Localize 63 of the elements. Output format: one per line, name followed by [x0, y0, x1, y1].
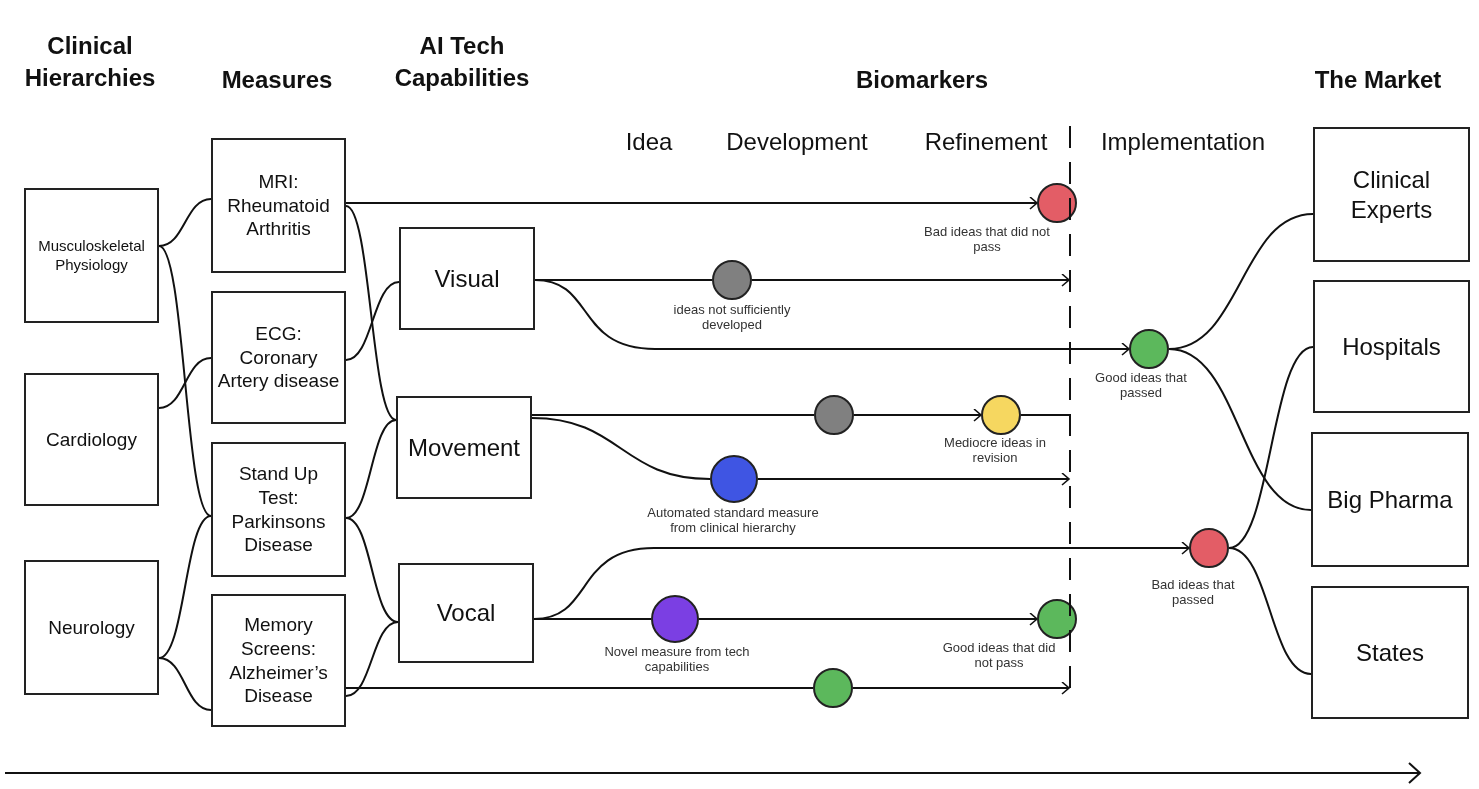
market-box: Hospitals [1313, 280, 1470, 413]
market-box: States [1311, 586, 1469, 719]
connector-line [853, 408, 982, 422]
capability-box: Visual [399, 227, 535, 330]
stage-label: Idea [624, 127, 674, 157]
connector-line [158, 357, 212, 409]
measure-box: ECG: Coronary Artery disease [211, 291, 346, 424]
connector-line [1228, 547, 1312, 675]
connector-line [158, 515, 212, 659]
circle-caption: Mediocre ideas in revision [943, 436, 1047, 466]
status-circle [1189, 528, 1229, 568]
column-heading: AI Tech Capabilities [393, 31, 531, 94]
measure-box: MRI: Rheumatoid Arthritis [211, 138, 346, 273]
connector-line [852, 681, 1070, 695]
status-circle [651, 595, 699, 643]
status-circle [712, 260, 752, 300]
measure-box: Stand Up Test: Parkinsons Disease [211, 442, 346, 577]
connector-line [345, 205, 397, 421]
connector-line [531, 417, 711, 480]
connector-line [533, 618, 652, 620]
connector-line [345, 196, 1038, 210]
column-heading: Biomarkers [854, 65, 990, 95]
connector-line [345, 621, 399, 697]
circle-caption: ideas not sufficiently developed [672, 303, 792, 333]
stage-label: Development [725, 127, 869, 157]
capability-box: Vocal [398, 563, 534, 663]
status-circle [710, 455, 758, 503]
market-box: Big Pharma [1311, 432, 1469, 567]
circle-caption: Good ideas that passed [1094, 371, 1188, 401]
status-circle [1037, 183, 1077, 223]
status-circle [813, 668, 853, 708]
connector-line [757, 472, 1070, 486]
circle-caption: Automated standard measure from clinical hierarchy [646, 506, 820, 536]
connector-line [345, 687, 814, 689]
connector-line [534, 279, 1130, 356]
status-circle [814, 395, 854, 435]
connector-line [158, 245, 212, 517]
status-circle [1037, 599, 1077, 639]
connector-line [751, 273, 1070, 287]
connector-line [345, 281, 400, 361]
stage-label: Refinement [923, 127, 1049, 157]
connector-line [1020, 414, 1070, 416]
circle-caption: Good ideas that did not pass [941, 641, 1057, 671]
column-heading: Clinical Hierarchies [23, 31, 157, 94]
connector-line [1168, 348, 1312, 511]
connector-line [158, 198, 212, 247]
circle-caption: Bad ideas that passed [1150, 578, 1236, 608]
capability-box: Movement [396, 396, 532, 499]
connector-line [698, 612, 1038, 626]
category-box: Neurology [24, 560, 159, 695]
column-heading: Measures [220, 65, 334, 95]
category-box: Musculoskeletal Physiology [24, 188, 159, 323]
circle-caption: Bad ideas that did not pass [923, 225, 1051, 255]
measure-box: Memory Screens: Alzheimer’s Disease [211, 594, 346, 727]
stage-label: Implementation [1099, 127, 1267, 157]
connector-line [158, 657, 212, 711]
status-circle [981, 395, 1021, 435]
column-heading: The Market [1313, 65, 1443, 95]
market-box: Clinical Experts [1313, 127, 1470, 262]
status-circle [1129, 329, 1169, 369]
circle-caption: Novel measure from tech capabilities [603, 645, 751, 675]
connector-line [531, 414, 815, 416]
category-box: Cardiology [24, 373, 159, 506]
